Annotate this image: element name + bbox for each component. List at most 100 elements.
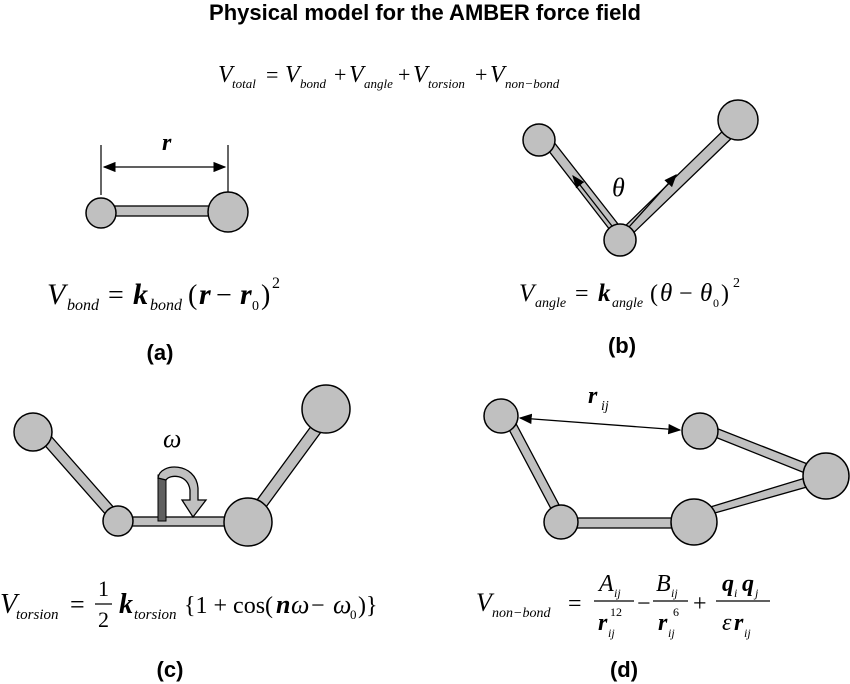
svg-text:(: ( [650,281,658,307]
svg-text:0: 0 [252,299,259,314]
svg-text:bond: bond [300,76,327,91]
atom-center-left [102,505,134,537]
svg-text:k: k [598,280,611,307]
svg-text:torsion: torsion [428,76,465,91]
atom-right [717,99,759,141]
atom-chain-2 [543,504,579,540]
omega-symbol: ω [163,424,181,453]
atom-left [522,123,556,157]
svg-text:V: V [218,62,235,88]
rij-symbol: r [588,383,598,409]
svg-text:r: r [199,278,211,311]
nonbond-equation: V non−bond = A ij r ij 12 − B ij r ij 6 … [476,571,770,640]
svg-text:V: V [476,588,495,617]
svg-text:1: 1 [98,576,109,601]
svg-text:V: V [490,62,507,88]
svg-text:q: q [722,571,734,597]
svg-text:A: A [597,571,614,597]
rotation-arrow-icon [157,466,208,519]
svg-text:(: ( [188,280,197,311]
svg-text:+: + [693,591,707,617]
bond-equation: V bond = k bond ( r − r 0 ) 2 [47,275,280,314]
svg-text:{1 + cos(: {1 + cos( [184,593,273,619]
svg-text:bond: bond [67,297,100,314]
angle-arrow-left [572,174,613,227]
atom-chain-3 [670,498,718,546]
svg-text:total: total [232,76,256,91]
atom-large [207,191,249,233]
panel-label-c: (c) [156,657,184,682]
svg-text:V: V [0,589,20,620]
svg-text:=: = [266,62,278,87]
figure-title: Physical model for the AMBER force field [209,0,641,25]
atom-end-right [301,384,351,434]
svg-text:−: − [679,281,693,307]
atom-chain-4 [802,452,850,500]
bond-stick [113,205,211,217]
svg-text:k: k [119,589,133,620]
svg-text:angle: angle [612,296,643,311]
svg-text:=: = [108,280,124,311]
svg-text:+: + [398,62,410,87]
svg-text:ω: ω [291,590,309,619]
svg-text:B: B [656,571,671,597]
angle-arrow-right [628,174,677,228]
torsion-equation: V torsion = 1 2 k torsion {1 + cos( n ω … [0,576,378,632]
svg-text:=: = [575,281,589,307]
rij-subscript: ij [601,399,609,414]
atom-j [681,412,719,450]
svg-text:angle: angle [364,76,393,91]
svg-text:V: V [349,62,366,88]
svg-text:ω: ω [333,590,351,619]
bond-stretch-diagram: r [85,130,249,233]
rotation-arrow-back [157,474,167,522]
svg-text:q: q [742,571,754,597]
atom-small [85,197,117,229]
svg-text:torsion: torsion [16,607,59,623]
svg-text:): ) [721,281,729,307]
angle-bend-diagram: θ [522,99,759,257]
svg-text:2: 2 [272,275,280,292]
nonbond-diagram: r ij [483,383,850,546]
theta-symbol: θ [612,173,625,202]
svg-text:12: 12 [610,605,622,619]
svg-text:ij: ij [671,586,678,600]
atom-center [603,223,637,257]
angle-bond-right [616,122,741,242]
angle-equation: V angle = k angle ( θ − θ 0 ) 2 [519,276,740,311]
rij-distance-arrow [518,413,682,435]
svg-text:V: V [285,62,302,88]
svg-text:i: i [734,586,737,600]
svg-text:0: 0 [350,607,357,622]
svg-text:−: − [311,593,325,619]
svg-text:θ: θ [660,280,672,307]
svg-text:ε: ε [722,610,732,636]
panel-label-a: (a) [146,340,174,365]
svg-text:6: 6 [673,605,679,619]
bond-length-symbol: r [162,130,172,156]
svg-text:r: r [240,278,252,311]
svg-text:V: V [413,62,430,88]
svg-text:=: = [70,590,85,619]
svg-text:non−bond: non−bond [492,606,551,621]
svg-text:bond: bond [150,297,183,314]
svg-text:r: r [734,610,744,636]
svg-text:ij: ij [744,626,751,640]
torsion-diagram: ω [13,384,351,547]
svg-text:0: 0 [713,296,719,310]
atom-i [483,398,519,434]
svg-text:−: − [216,280,232,311]
atom-end-left [13,412,53,452]
svg-text:V: V [519,280,537,307]
svg-text:ij: ij [614,586,621,600]
svg-text:+: + [334,62,346,87]
svg-text:V: V [47,278,69,311]
panel-label-d: (d) [609,657,639,682]
svg-text:k: k [133,278,148,311]
svg-text:angle: angle [535,296,566,311]
svg-text:−: − [637,591,651,617]
svg-text:j: j [753,586,759,600]
atom-center-right [223,497,273,547]
